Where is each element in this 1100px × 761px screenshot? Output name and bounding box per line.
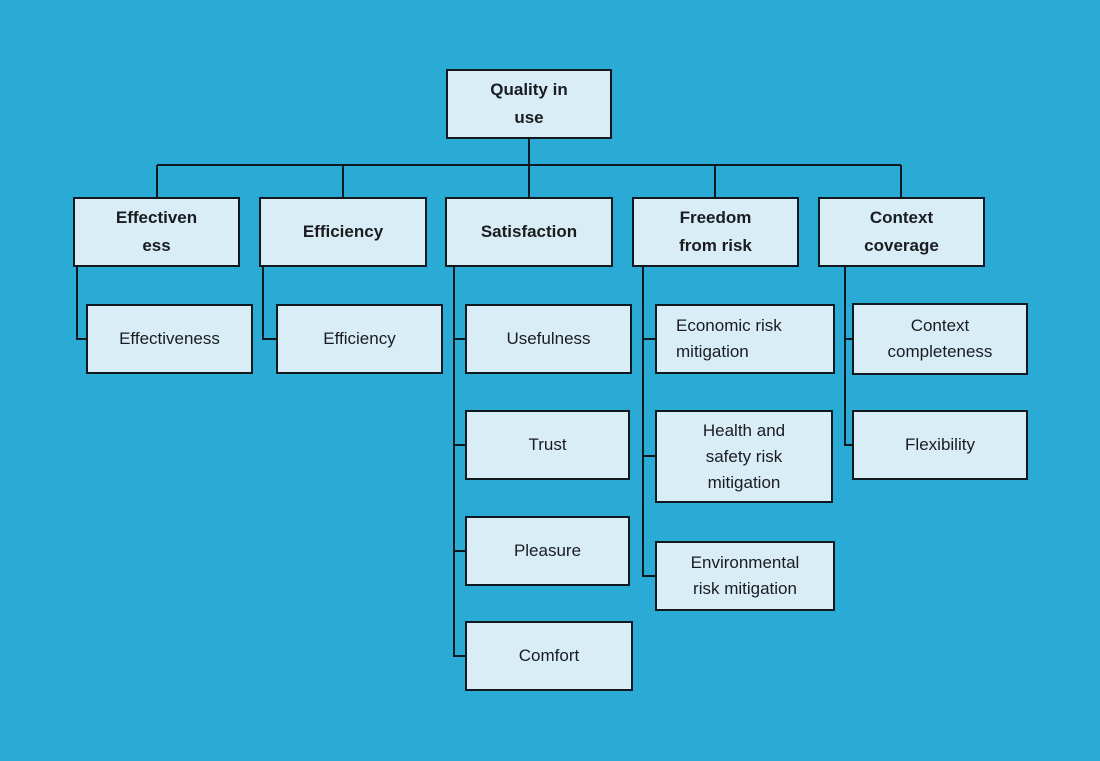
node-effectiveness-parent[interactable]: Effectiven ess xyxy=(73,197,240,267)
node-efficiency-leaf[interactable]: Efficiency xyxy=(276,304,443,374)
connector-satisfaction-branch xyxy=(453,265,465,657)
node-context-coverage[interactable]: Context coverage xyxy=(818,197,985,267)
node-usefulness[interactable]: Usefulness xyxy=(465,304,632,374)
node-flexibility[interactable]: Flexibility xyxy=(852,410,1028,480)
node-satisfaction[interactable]: Satisfaction xyxy=(445,197,613,267)
connector-root-bus xyxy=(156,139,902,197)
node-pleasure[interactable]: Pleasure xyxy=(465,516,630,586)
node-trust[interactable]: Trust xyxy=(465,410,630,480)
node-quality-in-use[interactable]: Quality in use xyxy=(446,69,612,139)
connector-efficiency-branch xyxy=(262,265,276,340)
node-health-safety-risk-mitigation[interactable]: Health and safety risk mitigation xyxy=(655,410,833,503)
node-effectiveness-leaf[interactable]: Effectiveness xyxy=(86,304,253,374)
node-comfort[interactable]: Comfort xyxy=(465,621,633,691)
node-context-completeness[interactable]: Context completeness xyxy=(852,303,1028,375)
node-economic-risk-mitigation[interactable]: Economic risk mitigation xyxy=(655,304,835,374)
node-efficiency-parent[interactable]: Efficiency xyxy=(259,197,427,267)
connector-freedom-branch xyxy=(642,265,655,577)
connector-effectiveness-branch xyxy=(76,265,86,340)
node-environmental-risk-mitigation[interactable]: Environmental risk mitigation xyxy=(655,541,835,611)
connector-context-branch xyxy=(844,265,852,446)
node-freedom-from-risk[interactable]: Freedom from risk xyxy=(632,197,799,267)
